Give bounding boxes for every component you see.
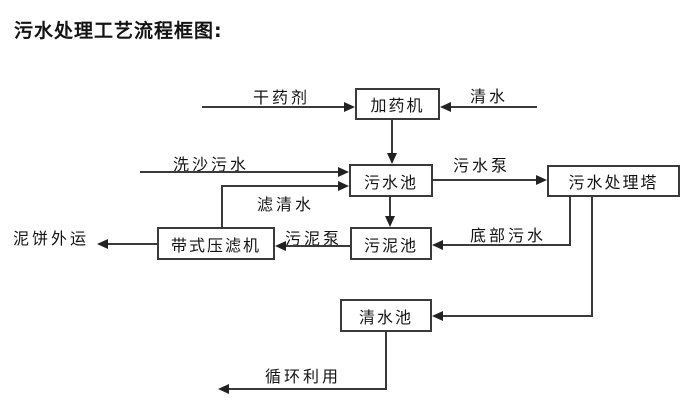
arrowhead-left-icon bbox=[218, 384, 229, 394]
connector-line bbox=[391, 120, 393, 156]
connector-line bbox=[202, 106, 347, 108]
connector-line bbox=[569, 197, 571, 246]
edge-label-filtered-water: 滤清水 bbox=[257, 195, 315, 214]
page-title: 污水处理工艺流程框图: bbox=[14, 20, 223, 42]
node-sewage-treatment-tower: 污水处理塔 bbox=[547, 165, 680, 197]
edge-label-recycle-use: 循环利用 bbox=[265, 367, 342, 386]
arrowhead-left-icon bbox=[275, 241, 286, 251]
connector-line bbox=[140, 171, 340, 173]
edge-label-clean-water: 清水 bbox=[470, 87, 509, 106]
node-clean-water-pool: 清水池 bbox=[340, 299, 432, 332]
arrowhead-left-icon bbox=[432, 311, 443, 321]
connector-line bbox=[389, 197, 391, 217]
connector-line bbox=[227, 388, 387, 390]
connector-line bbox=[433, 179, 539, 181]
connector-line bbox=[441, 244, 571, 246]
node-dosing-machine: 加药机 bbox=[355, 88, 440, 120]
edge-label-sludge-pump: 污泥泵 bbox=[285, 229, 343, 248]
connector-line bbox=[221, 185, 340, 187]
connector-line bbox=[221, 186, 223, 227]
connector-line bbox=[591, 197, 593, 317]
arrowhead-right-icon bbox=[338, 181, 349, 191]
connector-line bbox=[284, 245, 350, 247]
connector-line bbox=[385, 332, 387, 390]
node-sludge-pool: 污泥池 bbox=[350, 227, 432, 260]
edge-label-mud-cake-transport: 泥饼外运 bbox=[13, 229, 90, 248]
connector-line bbox=[449, 106, 537, 108]
arrowhead-left-icon bbox=[432, 240, 443, 250]
arrowhead-right-icon bbox=[536, 175, 547, 185]
connector-line bbox=[106, 243, 157, 245]
edge-label-sand-washing-sewage: 洗沙污水 bbox=[173, 155, 250, 174]
edge-label-dry-agent: 干药剂 bbox=[253, 88, 311, 107]
arrowhead-down-icon bbox=[385, 216, 395, 227]
node-belt-filter-press: 带式压滤机 bbox=[157, 227, 275, 260]
arrowhead-left-icon bbox=[97, 239, 108, 249]
arrowhead-down-icon bbox=[387, 153, 397, 164]
connector-line bbox=[441, 315, 593, 317]
edge-label-bottom-sewage: 底部污水 bbox=[470, 226, 547, 245]
arrowhead-right-icon bbox=[338, 167, 349, 177]
node-sewage-pool: 污水池 bbox=[349, 164, 433, 197]
arrowhead-left-icon bbox=[440, 102, 451, 112]
arrowhead-right-icon bbox=[344, 102, 355, 112]
edge-label-sewage-pump: 污水泵 bbox=[453, 156, 511, 175]
